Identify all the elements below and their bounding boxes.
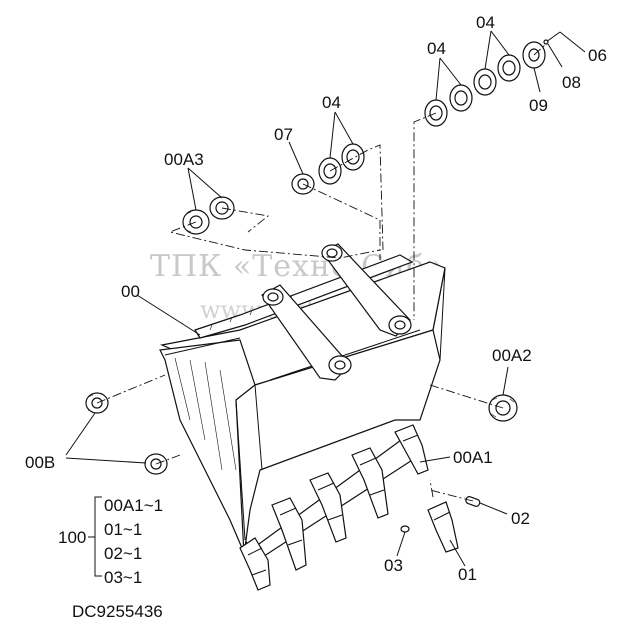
tooth-5 xyxy=(394,424,429,475)
label-02: 02 xyxy=(511,509,530,528)
assembly-lines xyxy=(96,44,546,502)
label-04-right-upper: 04 xyxy=(476,13,495,32)
label-04-middle: 04 xyxy=(322,93,341,112)
drawing-code: DC9255436 xyxy=(72,602,163,621)
label-03: 03 xyxy=(384,556,403,575)
label-00A2: 00A2 xyxy=(492,346,532,365)
lock-03 xyxy=(400,525,410,533)
label-06: 06 xyxy=(588,46,607,65)
shims-04-middle xyxy=(318,143,365,185)
kit-item: 03~1 xyxy=(104,568,142,587)
leader-lines xyxy=(65,30,586,577)
label-00: 00 xyxy=(121,282,140,301)
label-00A1: 00A1 xyxy=(453,448,493,467)
kit-number: 100 xyxy=(58,528,86,547)
shims-04-right-upper xyxy=(473,54,521,96)
pin-02 xyxy=(465,496,481,507)
kit-item: 01~1 xyxy=(104,520,142,539)
label-08: 08 xyxy=(562,73,581,92)
label-07: 07 xyxy=(274,125,293,144)
label-04-right-lower: 04 xyxy=(427,39,446,58)
bolt-08 xyxy=(543,31,561,45)
tooth-point-01 xyxy=(427,501,459,553)
bucket-body xyxy=(159,243,446,562)
tooth-1 xyxy=(239,537,271,591)
kit-list: 100 00A1~1 01~1 02~1 03~1 xyxy=(58,496,163,587)
tooth-2 xyxy=(271,497,307,571)
kit-item: 00A1~1 xyxy=(104,496,163,515)
bucket-teeth xyxy=(239,424,429,591)
tooth-3 xyxy=(309,472,347,543)
shims-04-right-lower xyxy=(424,84,473,127)
label-01: 01 xyxy=(458,565,477,584)
label-00B: 00B xyxy=(25,453,55,472)
tooth-4 xyxy=(351,447,389,519)
seal-00A3 xyxy=(182,196,235,235)
label-09: 09 xyxy=(529,96,548,115)
label-00A3: 00A3 xyxy=(164,150,204,169)
kit-item: 02~1 xyxy=(104,544,142,563)
